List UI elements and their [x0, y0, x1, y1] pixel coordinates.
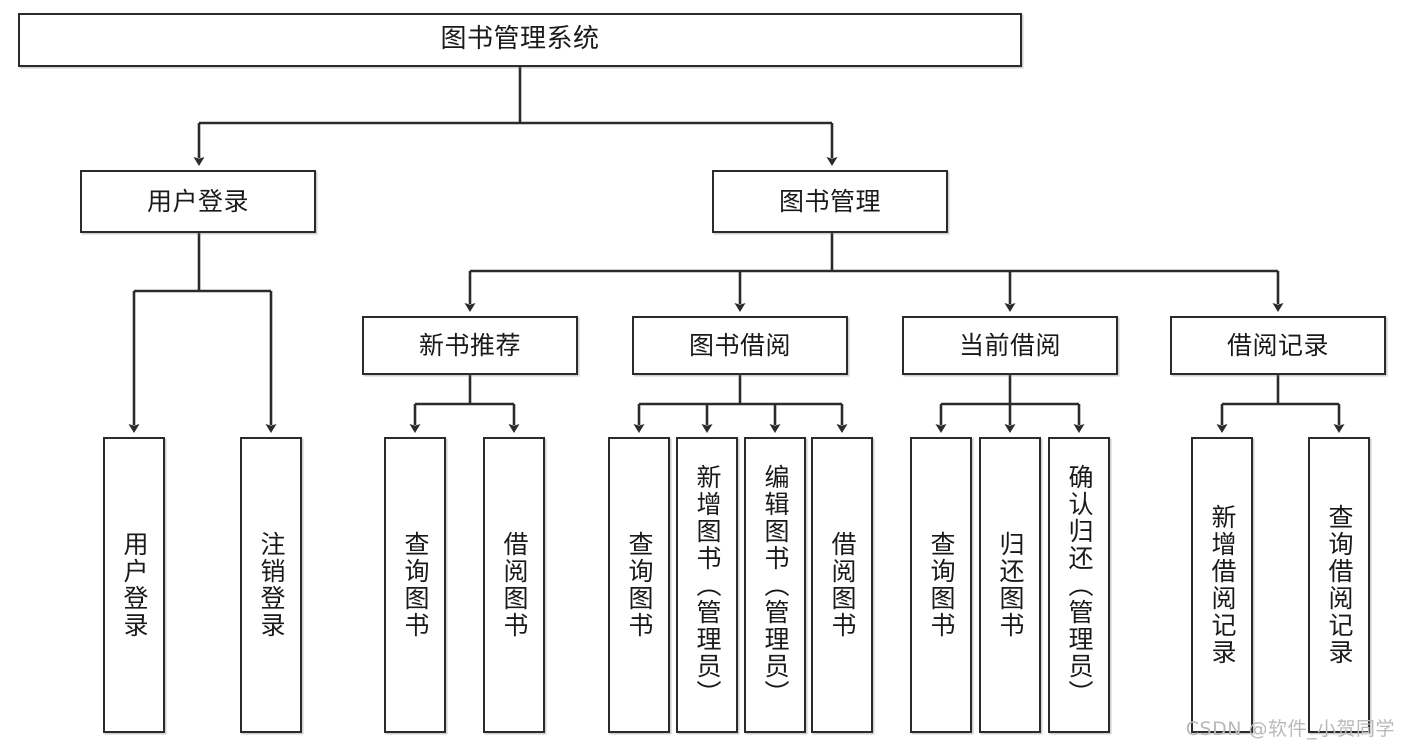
node-borrow-record[interactable]: 借阅记录	[1170, 316, 1386, 375]
leaf-book-borrow-4-label: 借阅图书	[828, 531, 857, 639]
leaf-borrow-record-1-label: 新增借阅记录	[1208, 504, 1237, 666]
node-user-login-label: 用户登录	[146, 186, 249, 216]
leaf-current-borrow-3[interactable]: 确认归还（管理员）	[1048, 437, 1110, 733]
leaf-new-book-rec-1[interactable]: 查询图书	[384, 437, 446, 733]
leaf-book-borrow-4[interactable]: 借阅图书	[811, 437, 873, 733]
watermark: CSDN @软件_小贺同学	[1185, 718, 1395, 740]
leaf-current-borrow-1-label: 查询图书	[927, 531, 956, 639]
leaf-current-borrow-1[interactable]: 查询图书	[910, 437, 972, 733]
node-book-borrow[interactable]: 图书借阅	[632, 316, 848, 375]
leaf-book-borrow-1-label: 查询图书	[625, 531, 654, 639]
leaf-user-login-1-label: 用户登录	[120, 531, 149, 639]
leaf-book-borrow-1[interactable]: 查询图书	[608, 437, 670, 733]
leaf-user-login-2-label: 注销登录	[257, 531, 286, 639]
node-current-borrow-label: 当前借阅	[958, 330, 1061, 360]
node-root-label: 图书管理系统	[440, 24, 600, 55]
leaf-borrow-record-1[interactable]: 新增借阅记录	[1191, 437, 1253, 733]
leaf-book-borrow-2[interactable]: 新增图书（管理员）	[676, 437, 738, 733]
leaf-user-login-1[interactable]: 用户登录	[103, 437, 165, 733]
leaf-new-book-rec-2[interactable]: 借阅图书	[483, 437, 545, 733]
leaf-book-borrow-3[interactable]: 编辑图书（管理员）	[744, 437, 806, 733]
node-new-book-rec[interactable]: 新书推荐	[362, 316, 578, 375]
node-book-borrow-label: 图书借阅	[688, 330, 791, 360]
leaf-borrow-record-2-label: 查询借阅记录	[1325, 504, 1354, 666]
node-current-borrow[interactable]: 当前借阅	[902, 316, 1118, 375]
leaf-current-borrow-3-label: 确认归还（管理员）	[1065, 463, 1094, 707]
leaf-current-borrow-2-label: 归还图书	[996, 531, 1025, 639]
node-root[interactable]: 图书管理系统	[18, 13, 1022, 67]
leaf-book-borrow-2-label: 新增图书（管理员）	[693, 463, 722, 707]
leaf-book-borrow-3-label: 编辑图书（管理员）	[761, 463, 790, 707]
leaf-new-book-rec-2-label: 借阅图书	[500, 531, 529, 639]
node-book-manage-label: 图书管理	[778, 186, 881, 216]
leaf-borrow-record-2[interactable]: 查询借阅记录	[1308, 437, 1370, 733]
leaf-user-login-2[interactable]: 注销登录	[240, 437, 302, 733]
node-book-manage[interactable]: 图书管理	[712, 170, 948, 233]
node-borrow-record-label: 借阅记录	[1226, 330, 1329, 360]
node-new-book-rec-label: 新书推荐	[418, 330, 521, 360]
leaf-current-borrow-2[interactable]: 归还图书	[979, 437, 1041, 733]
node-user-login[interactable]: 用户登录	[80, 170, 316, 233]
leaf-new-book-rec-1-label: 查询图书	[401, 531, 430, 639]
